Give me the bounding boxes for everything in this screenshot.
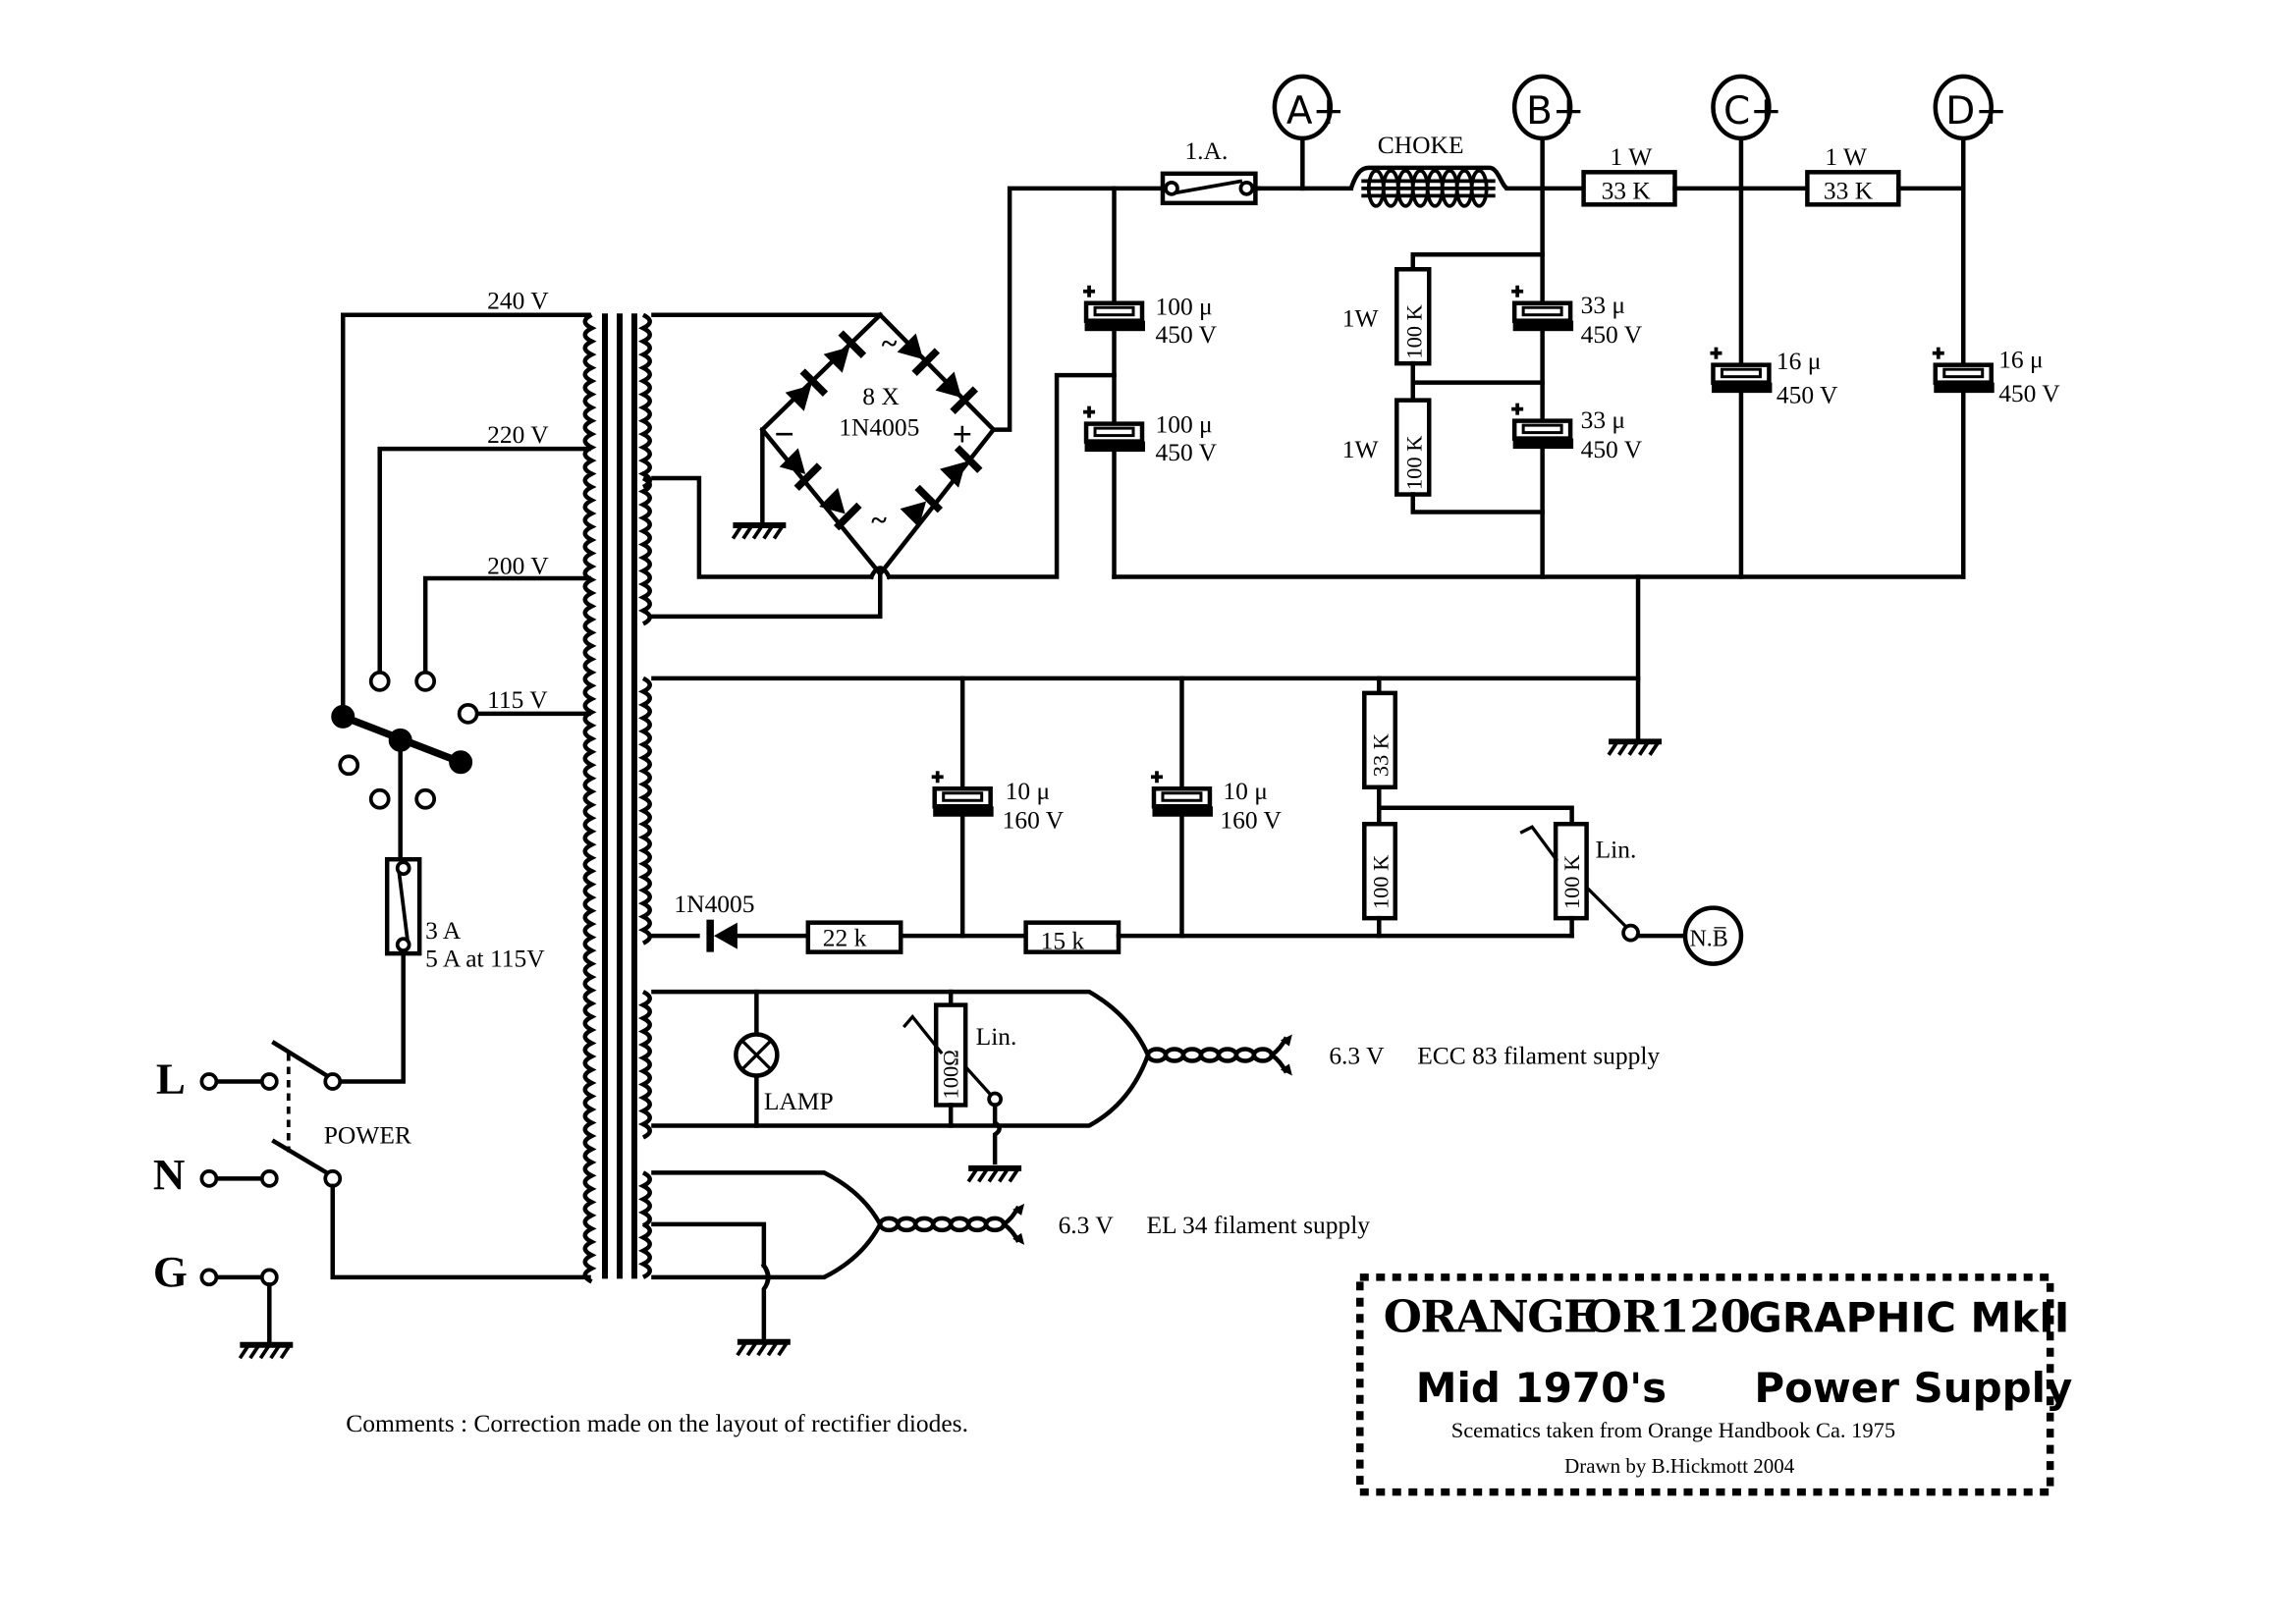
bias-cap-2-voltage: 160 V	[1220, 806, 1282, 835]
balance-resistor-1	[1394, 267, 1432, 366]
rectifier-ac-top: ~	[882, 328, 898, 360]
el34-label: EL 34 filament supply	[1147, 1211, 1371, 1239]
title-brand: ORANGE	[1384, 1290, 1596, 1342]
c-cap-value: 16 μ	[1777, 347, 1822, 375]
hum-balance-pot[interactable]	[933, 1002, 968, 1108]
ecc83-heater-circuit	[651, 989, 1292, 1181]
terminal-G: G	[153, 1247, 188, 1296]
mains-transformer	[582, 312, 652, 1284]
secondary-windings	[637, 312, 652, 1279]
tap-label-240: 240 V	[487, 287, 549, 315]
ht-rail	[1112, 133, 1966, 755]
series-resistor-2-rating: 1 W	[1825, 142, 1867, 171]
ecc83-label: ECC 83 filament supply	[1417, 1042, 1660, 1070]
node-label-d: D+	[1945, 89, 2007, 134]
bias-resistor-22k	[805, 920, 903, 954]
series-resistor-2	[1805, 170, 1901, 207]
el34-heater-circuit	[651, 1170, 1025, 1355]
series-resistor-2-value: 33 K	[1824, 176, 1874, 204]
series-resistor-1-value: 33 K	[1602, 176, 1652, 204]
title-author: Drawn by B.Hickmott 2004	[1564, 1454, 1795, 1478]
balance-resistor-2-value: 100 K	[1402, 436, 1427, 491]
bias-supply	[651, 676, 1744, 966]
b-cap-2-value: 33 μ	[1581, 406, 1625, 434]
reservoir-cap-2-value: 100 μ	[1155, 410, 1212, 439]
bias-resistor-1-value: 22 k	[823, 924, 867, 952]
d-cap-voltage: 450 V	[1998, 379, 2060, 407]
title-name: GRAPHIC MkII	[1748, 1293, 2069, 1341]
b-cap-2-voltage: 450 V	[1581, 435, 1643, 463]
choke	[1348, 165, 1509, 208]
bias-cap-2-value: 10 μ	[1223, 777, 1268, 805]
hum-pot-taper: Lin.	[976, 1022, 1017, 1051]
balance-resistor-1-value: 100 K	[1402, 304, 1427, 359]
rectifier-label-2: 1N4005	[839, 413, 919, 442]
terminal-L: L	[156, 1054, 186, 1103]
el34-voltage: 6.3 V	[1059, 1211, 1115, 1239]
nb-output-node	[1682, 905, 1744, 966]
series-resistor-1-rating: 1 W	[1611, 142, 1653, 171]
bridge-rectifier	[651, 186, 1166, 620]
bias-diode-label: 1N4005	[674, 890, 754, 918]
balance-resistor-1-rating: 1W	[1342, 304, 1379, 333]
rectifier-minus: −	[774, 414, 794, 454]
node-c-plus	[1711, 74, 1772, 141]
bias-pot-value: 100 K	[1559, 855, 1584, 910]
tap-label-115: 115 V	[487, 685, 548, 714]
bias-cap-1-voltage: 160 V	[1003, 806, 1065, 835]
comments-note: Comments : Correction made on the layout…	[346, 1409, 968, 1437]
ht-fuse-label: 1.A.	[1184, 136, 1228, 165]
title-block	[1356, 1273, 2054, 1496]
choke-label: CHOKE	[1378, 131, 1464, 159]
rectifier-ac-bottom: ~	[871, 505, 887, 537]
bias-resistor-2-value: 15 k	[1041, 927, 1085, 955]
tap-label-220: 220 V	[487, 420, 549, 449]
reservoir-cap-1-voltage: 450 V	[1155, 320, 1217, 349]
bias-cap-1-value: 10 μ	[1006, 777, 1050, 805]
bias-divider-33k	[1362, 690, 1398, 790]
node-label-a: A+	[1286, 89, 1344, 134]
ecc83-twisted-pair	[1145, 1034, 1292, 1076]
node-d-plus	[1933, 74, 1994, 141]
lamp-label: LAMP	[764, 1087, 834, 1115]
mains-fuse-label-1: 3 A	[425, 916, 462, 945]
bias-divider-top-value: 33 K	[1368, 733, 1393, 777]
balance-resistor-2-rating: 1W	[1342, 435, 1379, 463]
hum-pot-value: 100Ω	[939, 1050, 963, 1099]
title-source: Scematics taken from Orange Handbook Ca.…	[1451, 1418, 1895, 1442]
node-a-plus	[1272, 74, 1334, 141]
title-model: OR120	[1584, 1290, 1751, 1342]
rectifier-label-1: 8 X	[862, 382, 900, 410]
reservoir-cap-2-voltage: 450 V	[1155, 438, 1217, 466]
node-label-b: B+	[1526, 89, 1584, 134]
title-era: Mid 1970's	[1416, 1364, 1667, 1412]
primary-winding	[582, 312, 597, 1284]
mains-fuse	[384, 856, 422, 956]
node-b-plus	[1511, 74, 1573, 141]
d-cap-value: 16 μ	[1998, 346, 2044, 374]
mains-fuse-label-2: 5 A at 115V	[425, 945, 545, 973]
nb-output-label: N.B̅	[1689, 927, 1727, 952]
c-cap-voltage: 450 V	[1777, 381, 1838, 409]
b-cap-1-value: 33 μ	[1581, 291, 1625, 319]
bias-divider-bottom-value: 100 K	[1368, 855, 1393, 910]
node-label-c: C+	[1723, 89, 1782, 134]
voltage-selector[interactable]	[331, 312, 591, 863]
reservoir-cap-1-value: 100 μ	[1155, 293, 1212, 321]
el34-twisted-pair	[877, 1203, 1025, 1245]
power-switch[interactable]	[199, 1040, 591, 1358]
power-switch-label: POWER	[324, 1120, 411, 1149]
title-section: Power Supply	[1754, 1364, 2072, 1412]
tap-label-200: 200 V	[487, 551, 549, 579]
terminal-N: N	[153, 1150, 185, 1199]
bias-pot-taper: Lin.	[1596, 836, 1637, 864]
b-cap-1-voltage: 450 V	[1581, 320, 1643, 349]
balance-network	[1394, 252, 1545, 514]
rectifier-plus: +	[953, 414, 973, 454]
ecc83-voltage: 6.3 V	[1329, 1042, 1385, 1070]
